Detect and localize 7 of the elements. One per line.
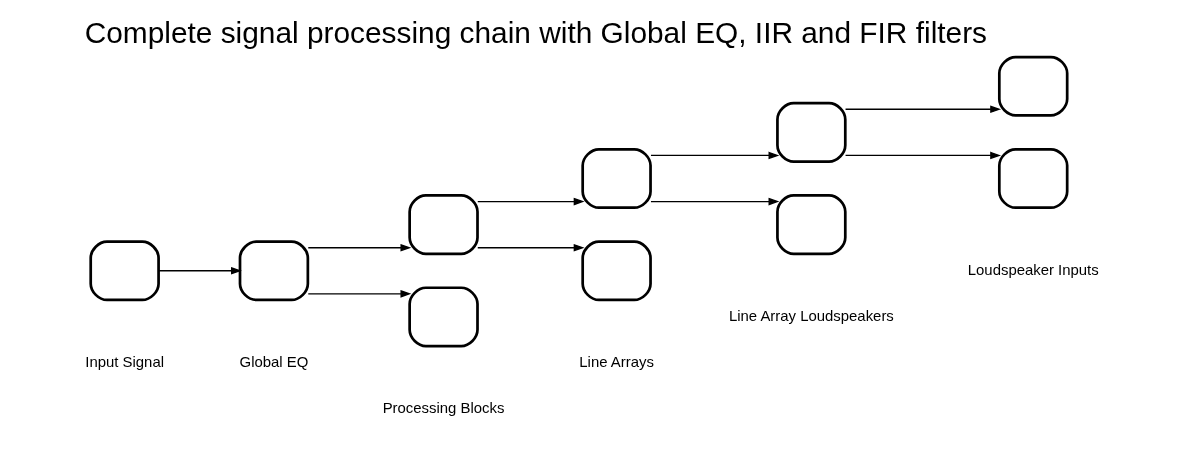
diagram-title: Complete signal processing chain with Global EQ, IIR and FIR filters — [84, 15, 988, 49]
label: Global EQ — [239, 352, 309, 370]
label: Loudspeaker Inputs — [967, 260, 1099, 278]
label: Line Arrays — [579, 352, 654, 370]
label: Input Signal — [85, 352, 165, 370]
label: Line Array Loudspeakers — [728, 306, 894, 324]
label: Processing Blocks — [382, 399, 505, 417]
